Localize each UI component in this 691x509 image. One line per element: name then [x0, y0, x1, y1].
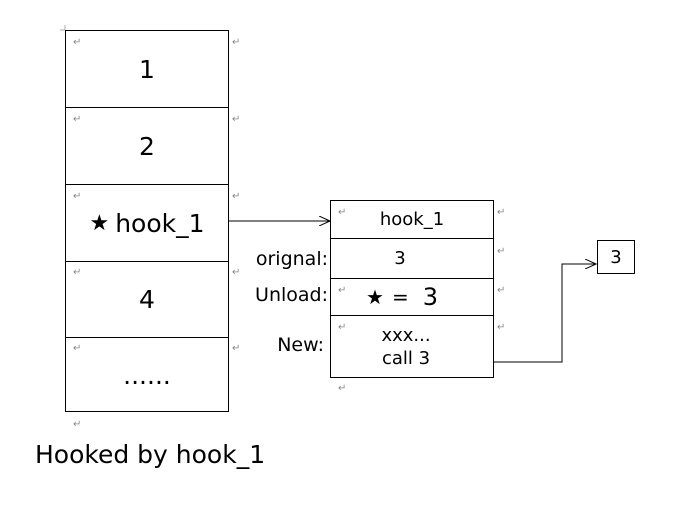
stack-cell-hook: ★ hook_1 — [66, 185, 228, 262]
new-call-line: call 3 — [381, 348, 431, 369]
stack-cell-2: 2 — [66, 108, 228, 185]
return-mark: ↵ — [232, 267, 241, 278]
hook-table-original: 3 — [331, 239, 493, 279]
hook-table: hook_1 3 ★ = 3 xxx... call 3 — [330, 200, 494, 378]
return-mark: ↵ — [73, 37, 82, 48]
return-mark: ↵ — [497, 246, 506, 257]
return-mark: ↵ — [338, 322, 347, 333]
return-mark: ↵ — [497, 285, 506, 296]
unload-value: 3 — [422, 283, 438, 311]
star-icon: ★ — [89, 210, 110, 236]
original-value: 3 — [394, 248, 406, 269]
return-mark: ↵ — [338, 383, 347, 394]
unload-label: Unload: — [255, 284, 328, 306]
return-mark: ↵ — [73, 419, 82, 430]
hook-table-unload: ★ = 3 — [331, 279, 493, 316]
diagram-caption: Hooked by hook_1 — [35, 440, 266, 469]
return-mark: ↵ — [338, 285, 347, 296]
return-mark: ↵ — [338, 207, 347, 218]
return-mark: ↵ — [497, 322, 506, 333]
star-icon: ★ — [366, 285, 384, 309]
return-mark: ↵ — [73, 191, 82, 202]
stack-cell-label: ...... — [123, 361, 171, 390]
original-label: orignal: — [255, 248, 328, 270]
new-code-line: xxx... — [381, 325, 431, 346]
return-mark: ↵ — [232, 37, 241, 48]
return-mark: ↵ — [232, 191, 241, 202]
return-mark: ↵ — [73, 114, 82, 125]
return-mark: ↵ — [73, 343, 82, 354]
new-label: New: — [277, 334, 324, 356]
stack-cell-label: 4 — [139, 285, 155, 314]
equals-sign: = — [391, 285, 409, 309]
return-mark: ↵ — [232, 114, 241, 125]
stack-cell-more: ...... — [66, 338, 228, 413]
return-mark: ↵ — [497, 207, 506, 218]
hook-table-new: xxx... call 3 — [331, 316, 493, 379]
return-mark: ↵ — [232, 343, 241, 354]
target-box: 3 — [597, 240, 635, 274]
stack-cell-1: 1 — [66, 31, 228, 108]
stack-cell-label: hook_1 — [115, 208, 205, 238]
stack-cell-4: 4 — [66, 262, 228, 338]
return-mark: ↵ — [73, 267, 82, 278]
stack-cell-label: 2 — [139, 131, 155, 161]
stack-cell-label: 1 — [139, 54, 155, 84]
call-stack: 1 2 ★ hook_1 4 ...... — [65, 30, 229, 412]
hook-table-header: hook_1 — [331, 201, 493, 239]
call-arrow — [465, 264, 596, 363]
hook-table-title: hook_1 — [379, 209, 445, 230]
target-value: 3 — [610, 246, 622, 268]
